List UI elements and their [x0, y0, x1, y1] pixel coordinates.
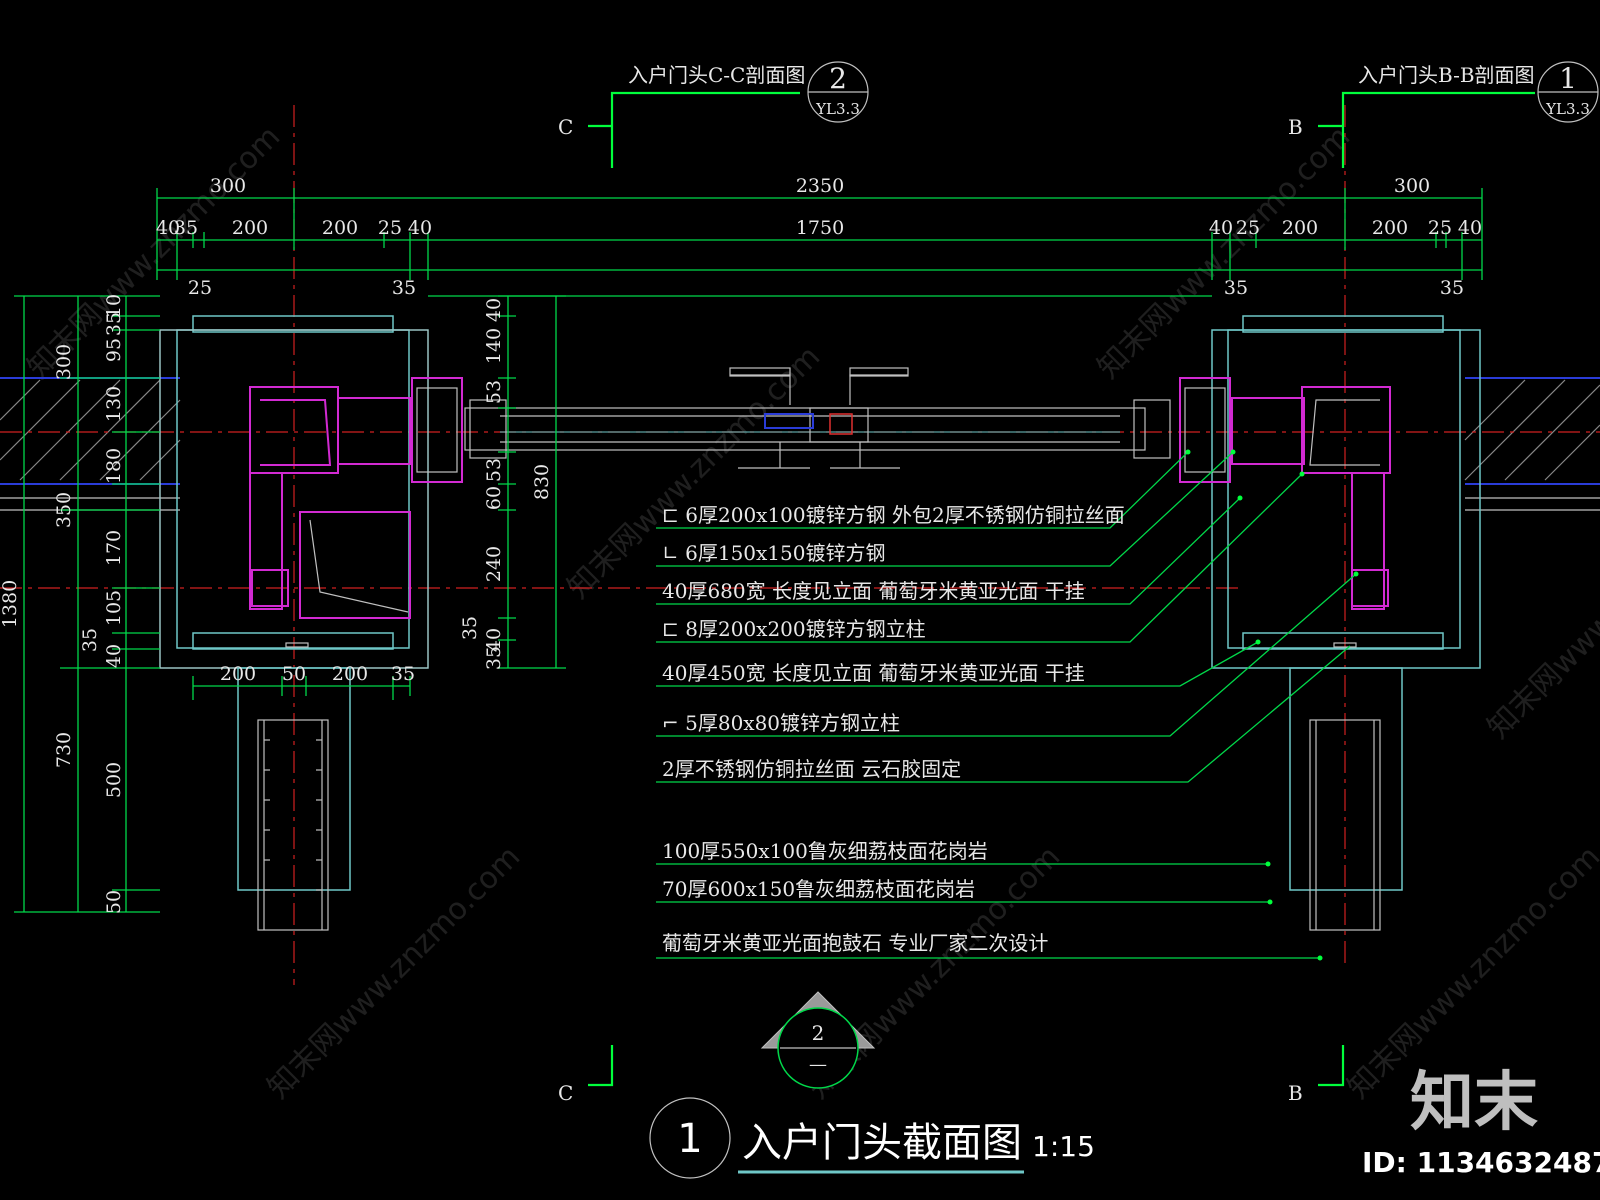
dim-label: 40: [483, 298, 505, 322]
dim-label: 35: [79, 628, 101, 652]
dim-label: 40: [1209, 217, 1233, 239]
brand-watermark: 知末 ID: 1134632487: [1362, 1066, 1600, 1179]
dim-label: 40: [1458, 217, 1482, 239]
title-number: 1: [677, 1116, 702, 1162]
dim-label: 200: [332, 663, 368, 685]
dim-label: 35: [483, 646, 505, 670]
dim-label: 240: [483, 546, 505, 582]
column-right: [1179, 315, 1481, 669]
note-text: 40厚680宽 长度见立面 葡萄牙米黄亚光面 干挂: [662, 579, 1085, 603]
dimension-top: 300 2350 300 40 35 200 200 25 40 1750 40…: [156, 175, 1483, 299]
dim-label: 1750: [796, 217, 844, 239]
note-text: 葡萄牙米黄亚光面抱鼓石 专业厂家二次设计: [662, 931, 1048, 955]
dimension-inner: 40 140 53 53 60 240 35 40 35 830: [428, 295, 1212, 670]
dimension-bottom: 200 50 200 35: [192, 663, 415, 700]
index-symbol: 2 —: [760, 991, 876, 1089]
wall-right: [1464, 377, 1600, 511]
dim-label: 730: [53, 732, 75, 768]
reference-title-b: 入户门头B-B剖面图: [1358, 63, 1535, 87]
title-scale: 1:15: [1032, 1130, 1095, 1163]
dim-label: 53: [483, 458, 505, 482]
section-markers: C B C B 入户门头C-C剖面图 入户门头B-B剖面图 2 YL3.3 1 …: [558, 61, 1599, 1105]
dim-label: 105: [103, 590, 125, 626]
dim-label: 35: [391, 663, 415, 685]
reference-sheet: YL3.3: [815, 100, 860, 118]
door-assembly: [464, 367, 1171, 469]
dim-label: 200: [232, 217, 268, 239]
dim-label: 40: [103, 644, 125, 668]
note-text: 70厚600x150鲁灰细荔枝面花岗岩: [662, 877, 975, 901]
section-label-c: C: [558, 115, 573, 139]
dim-label: 830: [531, 464, 553, 500]
note-text: ∟ 6厚150x150镀锌方钢: [662, 541, 885, 565]
watermark-text: 知末网www.znzmo.com: [261, 839, 527, 1105]
dim-label: 300: [53, 344, 75, 380]
dim-label: 35: [174, 217, 198, 239]
reference-number: 1: [1559, 62, 1577, 95]
dim-label: 350: [53, 492, 75, 528]
dim-label: 300: [1394, 175, 1430, 197]
dim-label: 2350: [796, 175, 844, 197]
dim-label: 25: [1236, 217, 1260, 239]
dim-label: 500: [103, 762, 125, 798]
section-label-c: C: [558, 1081, 573, 1105]
dim-label: 25: [378, 217, 402, 239]
section-label-b: B: [1288, 115, 1303, 139]
dim-label: 170: [103, 530, 125, 566]
dim-label: 200: [220, 663, 256, 685]
dim-label: 35: [459, 616, 481, 640]
note-text: 100厚550x100鲁灰细荔枝面花岗岩: [662, 839, 988, 863]
dim-label: 35: [1440, 277, 1464, 299]
base-right: [1289, 667, 1403, 931]
reference-sheet: YL3.3: [1545, 100, 1590, 118]
brand-logo: 知末: [1410, 1066, 1538, 1140]
column-left: [159, 315, 463, 669]
dim-label: 140: [483, 328, 505, 364]
dim-label: 300: [210, 175, 246, 197]
dim-label: 35: [1224, 277, 1248, 299]
dim-label: 200: [322, 217, 358, 239]
dim-label: 130: [103, 386, 125, 422]
dim-label: 180: [103, 448, 125, 484]
note-text: ⊏ 6厚200x100镀锌方钢 外包2厚不锈钢仿铜拉丝面: [662, 503, 1125, 527]
title-text: 入户门头截面图: [742, 1120, 1022, 1166]
image-id: ID: 1134632487: [1362, 1146, 1600, 1179]
dim-label: 25: [1428, 217, 1452, 239]
wall-left: [0, 377, 181, 511]
note-text: ⌐ 5厚80x80镀锌方钢立柱: [662, 711, 900, 735]
dim-label: 200: [1282, 217, 1318, 239]
dim-label: 1380: [0, 580, 21, 628]
dim-label: 35: [392, 277, 416, 299]
dim-label: 95: [103, 338, 125, 362]
index-number: 2: [812, 1021, 825, 1045]
section-label-b: B: [1288, 1081, 1303, 1105]
dim-label: 25: [188, 277, 212, 299]
base-left: [237, 667, 351, 931]
dim-label: 50: [282, 663, 306, 685]
dim-label: 60: [483, 486, 505, 510]
index-sub: —: [809, 1054, 827, 1075]
watermark-text: 知末网www.znzmo.com: [1481, 479, 1600, 745]
dim-label: 35: [103, 312, 125, 336]
note-text: 40厚450宽 长度见立面 葡萄牙米黄亚光面 干挂: [662, 661, 1085, 685]
dim-label: 40: [156, 217, 180, 239]
dim-label: 50: [103, 890, 125, 914]
dimension-left: 300 350 1380 730 10 35 95 130 180 170 10…: [0, 294, 160, 914]
watermark-text: 知末网www.znzmo.com: [1091, 119, 1357, 385]
reference-title-c: 入户门头C-C剖面图: [628, 63, 805, 87]
drawing-title: 1 入户门头截面图 1:15: [649, 1097, 1095, 1179]
dim-label: 40: [483, 628, 505, 652]
title-bubble: [649, 1097, 731, 1179]
reference-number: 2: [829, 62, 847, 95]
dim-label: 53: [483, 380, 505, 404]
dim-label: 10: [103, 294, 125, 318]
annotation-notes: ⊏ 6厚200x100镀锌方钢 外包2厚不锈钢仿铜拉丝面 ∟ 6厚150x150…: [662, 503, 1125, 955]
annotation-leaders: [656, 449, 1359, 961]
dim-label: 40: [408, 217, 432, 239]
dim-label: 200: [1372, 217, 1408, 239]
note-text: 2厚不锈钢仿铜拉丝面 云石胶固定: [662, 757, 961, 781]
note-text: ⊏ 8厚200x200镀锌方钢立柱: [662, 617, 926, 641]
